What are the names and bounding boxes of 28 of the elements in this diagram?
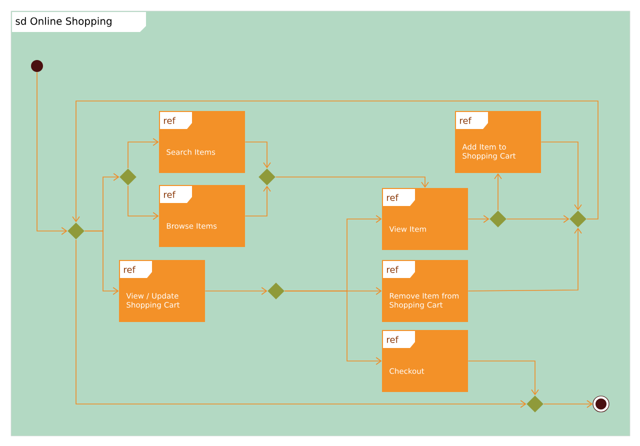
arrow: [84, 230, 119, 295]
arrow: [204, 287, 268, 295]
decision-diamond: [526, 396, 544, 412]
arrow: [468, 215, 490, 223]
frame-title-tab: sd Online Shopping: [12, 12, 146, 32]
arrow: [540, 142, 582, 210]
decision-diamond: [258, 168, 276, 186]
decision-diamond: [268, 282, 284, 300]
decision-diamond: [490, 210, 506, 228]
arrow: [244, 186, 271, 216]
arrow: [506, 215, 570, 223]
arrow: [275, 176, 429, 188]
arrow: [76, 239, 526, 408]
arrow: [72, 100, 598, 222]
arrow: [468, 360, 539, 396]
arrow: [244, 142, 271, 168]
arrow: [36, 72, 68, 235]
arrow: [494, 173, 502, 211]
arrow: [284, 290, 382, 365]
initial-node: [31, 60, 43, 72]
arrow: [543, 400, 593, 408]
final-node: [592, 396, 610, 412]
arrow: [468, 228, 582, 292]
decision-diamond: [68, 222, 84, 240]
arrow: [128, 185, 159, 220]
arrow: [128, 138, 159, 169]
decision-diamond: [570, 210, 586, 228]
decision-diamond: [120, 168, 136, 186]
